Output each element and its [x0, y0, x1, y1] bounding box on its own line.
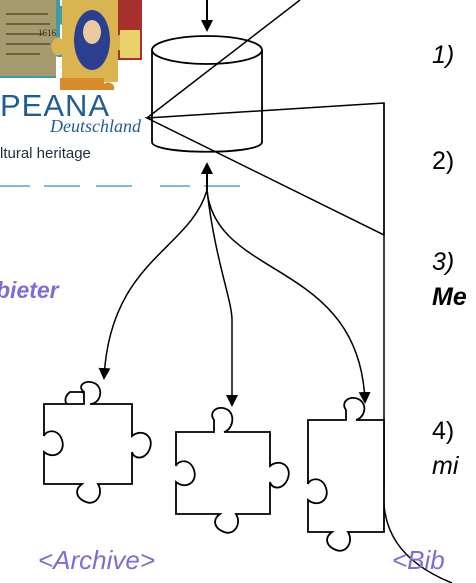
- list-item-4: 4): [432, 417, 455, 445]
- europeana-logo-image: 1616: [0, 0, 142, 90]
- puzzle-piece-orange: [60, 78, 115, 90]
- manuscript-year: 1616: [38, 28, 57, 38]
- list-item-1: 1): [432, 41, 455, 69]
- madonna-face: [83, 20, 101, 44]
- provider-label: bieter: [0, 277, 59, 303]
- connectors: [98, 189, 371, 407]
- list-item-3-continuation: Me: [432, 283, 467, 311]
- label-library: <Bib: [392, 545, 445, 575]
- list-item-3: 3): [432, 248, 455, 276]
- database-cylinder: [151, 35, 263, 153]
- puzzle-piece-archive: [43, 380, 152, 504]
- puzzle-piece-yellow: [120, 30, 140, 58]
- list-item-4-continuation: mi: [432, 452, 459, 480]
- logo-tagline: ltural heritage: [0, 145, 91, 162]
- puzzle-piece-manuscript: [0, 0, 56, 76]
- connector-middle: [206, 189, 238, 407]
- list-item-2: 2): [432, 147, 455, 175]
- connector-left: [98, 189, 208, 380]
- label-archive: <Archive>: [38, 545, 156, 575]
- connector-right: [206, 189, 371, 404]
- logo-country-text: Deutschland: [50, 116, 141, 136]
- manuscript-text: [6, 13, 50, 55]
- puzzle-piece-museum: [175, 407, 290, 534]
- logo-brand-text: PEANA: [0, 88, 111, 123]
- puzzle-piece-library: [307, 397, 385, 552]
